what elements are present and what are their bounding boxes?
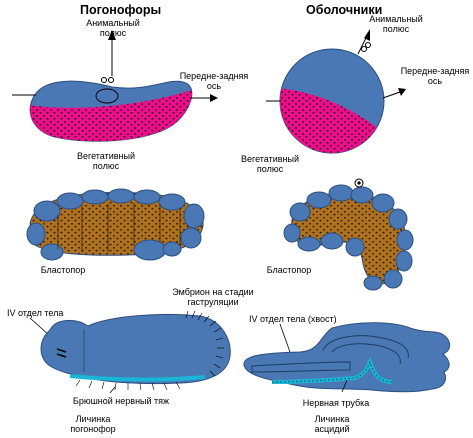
blastopore-right-label: Бластопор <box>267 265 311 275</box>
larva-left-line2: погонофор <box>70 424 115 434</box>
larva-right-line2: асцидий <box>315 424 350 434</box>
segment-iv-right-label: IV отдел тела (хвост) <box>249 314 337 324</box>
gastrula-embryo-line1: Эмбрион на стадии <box>172 287 253 297</box>
ap-axis-left-line1: Передне-задняя <box>180 71 249 81</box>
pogonophora-gastrula <box>26 188 205 261</box>
header-tunicates: Оболочники <box>306 3 382 17</box>
vegetal-pole-right-line2: полюс <box>257 164 284 174</box>
arrow-up-right-icon <box>364 29 370 41</box>
animal-pole-right-line2: полюс <box>383 24 410 34</box>
ap-axis-right-line2: ось <box>428 76 443 86</box>
ap-axis-left-line2: ось <box>207 81 222 91</box>
larva-right-line1: Личинка <box>315 414 350 424</box>
arrow-right-icon <box>210 94 218 102</box>
blastopore-left-label: Бластопор <box>41 265 85 275</box>
tunicate-egg <box>279 48 385 154</box>
neural-tube-label: Нервная трубка <box>303 398 370 408</box>
ap-axis-right-line1: Передне-задняя <box>401 66 470 76</box>
vegetal-pole-left-line2: полюс <box>93 161 120 171</box>
animal-pole-left-line1: Анимальный <box>86 18 140 28</box>
larva-left-line1: Личинка <box>76 414 111 424</box>
arrow-right-icon <box>398 88 406 96</box>
arrow-up-icon <box>108 30 116 40</box>
cilia-bristles <box>75 310 224 391</box>
ascidian-larva <box>243 322 451 393</box>
header-pogonophora: Погонофоры <box>80 3 161 17</box>
cell-boundaries-left <box>57 203 181 252</box>
vegetal-pole-left-line1: Вегетативный <box>77 151 135 161</box>
pogonophora-larva <box>40 313 231 385</box>
animal-pole-right-line1: Анимальный <box>369 14 423 24</box>
segment-iv-left-label: IV отдел тела <box>7 308 63 318</box>
pogonophora-egg <box>29 77 193 142</box>
ventral-cord-label: Брюшной нервный тяж <box>73 396 169 406</box>
tunicate-gastrula <box>283 184 414 291</box>
gastrula-embryo-line2: гаструляции <box>187 297 238 307</box>
animal-pole-left-line2: полюс <box>100 28 127 38</box>
vegetal-pole-right-line1: Вегетативный <box>241 154 299 164</box>
